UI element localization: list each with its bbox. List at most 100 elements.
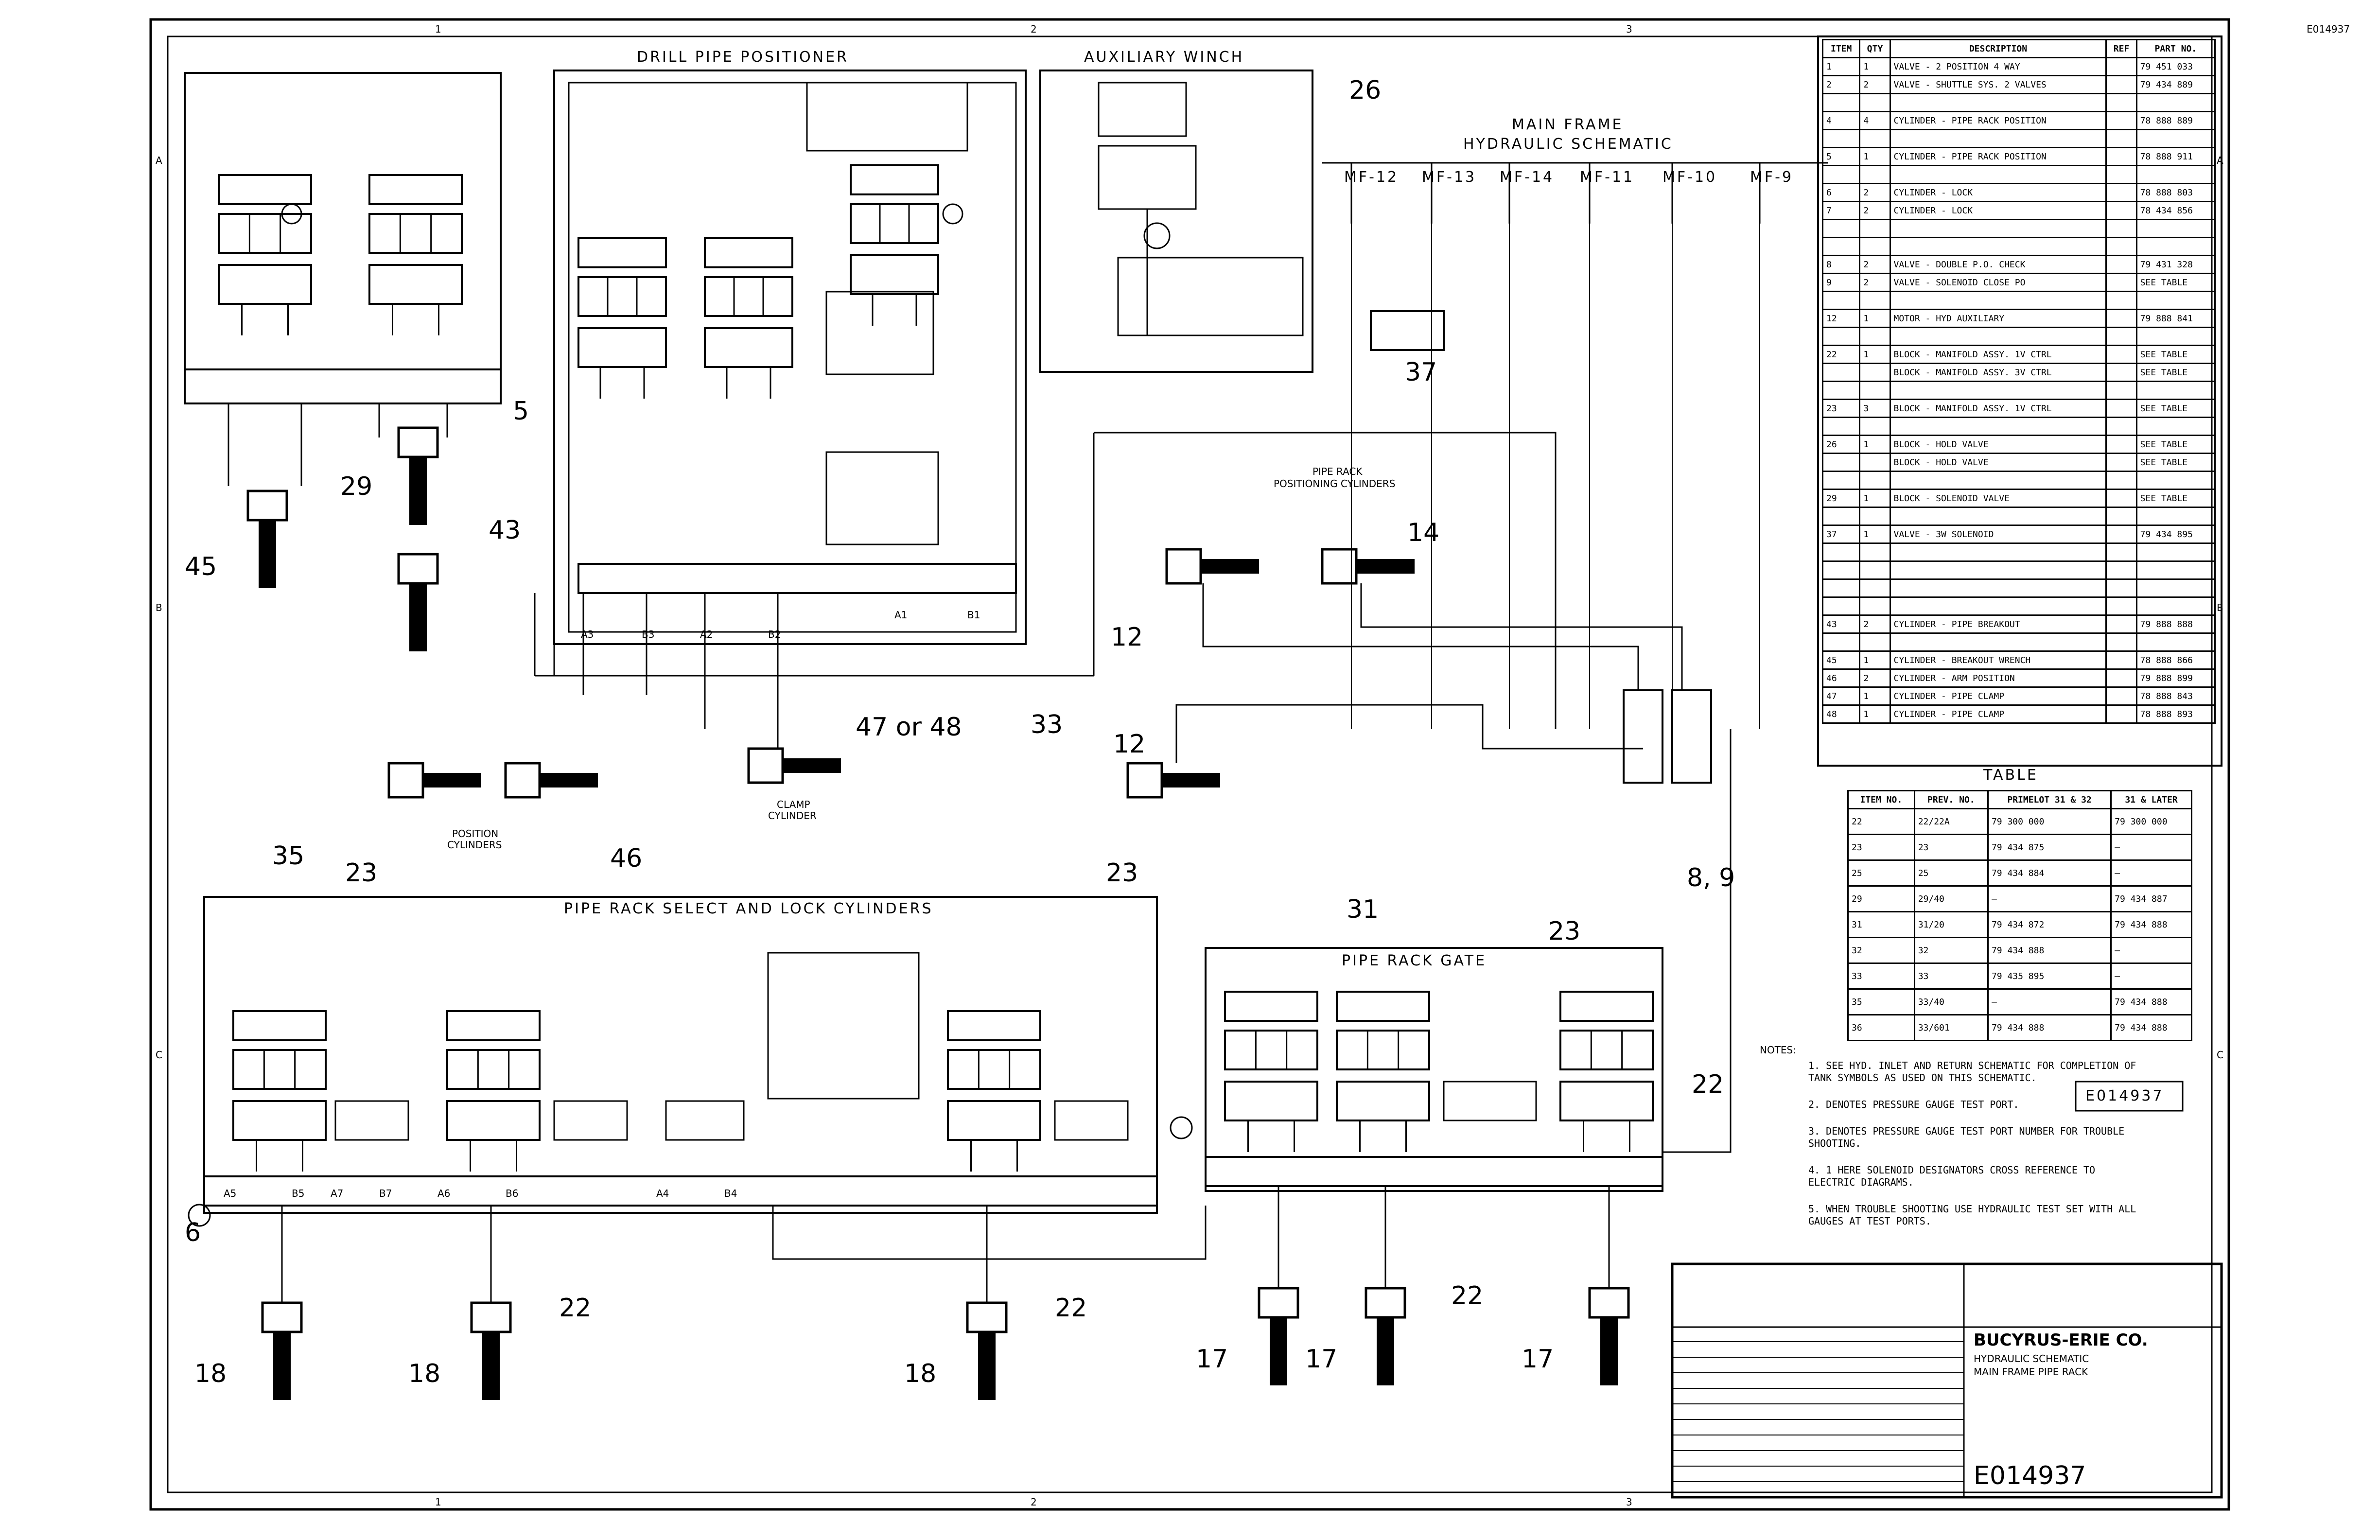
parts-cell: CYLINDER - PIPE RACK POSITION: [1889, 147, 2107, 166]
select-valve-3-spool: [947, 1049, 1041, 1090]
parts-cell: [2135, 596, 2216, 616]
parts-cell: [1859, 291, 1891, 310]
parts-cell: 2: [1821, 75, 1861, 94]
port-label-b2: B2: [768, 629, 781, 640]
parts-cell: [1859, 165, 1891, 184]
wrench-valve-1-body: [218, 264, 312, 305]
parts-cell: 6: [1821, 183, 1861, 202]
parts-cell: [2135, 507, 2216, 526]
drawing-inner-border: [167, 35, 2213, 1493]
port-mf-12: MF-12: [1344, 169, 1399, 186]
gate-cylinder-17a-head: [1258, 1287, 1299, 1319]
parts-cell: [1821, 542, 1861, 562]
parts-cell: [1859, 363, 1891, 382]
callout-22-gate: 22: [1692, 1070, 1724, 1099]
port-mf-9: MF-9: [1750, 169, 1794, 186]
lot-cell: 23: [1913, 834, 1989, 861]
callout-31: 31: [1347, 895, 1379, 924]
winch-motor-symbol: [1143, 222, 1171, 249]
parts-cell: [1821, 291, 1861, 310]
select-manifold: [203, 1175, 1158, 1207]
parts-cell: CYLINDER - LOCK: [1889, 201, 2107, 220]
parts-cell: 2: [1859, 201, 1891, 220]
parts-cell: [1859, 453, 1891, 472]
parts-cell: 22: [1821, 345, 1861, 364]
parts-cell: [2105, 147, 2137, 166]
gate-valve-1-spool: [1224, 1030, 1318, 1070]
note-3: 3. DENOTES PRESSURE GAUGE TEST PORT NUMB…: [1808, 1125, 2125, 1149]
parts-cell: [2105, 219, 2137, 238]
parts-cell: [1889, 417, 2107, 436]
lot-table: ITEM NO. PREV. NO. PRIMELOT 31 & 32 31 &…: [1847, 790, 2192, 1041]
parts-cell: [1821, 417, 1861, 436]
select-cylinder-18a-head: [261, 1301, 303, 1333]
parts-cell: BLOCK - SOLENOID VALVE: [1889, 489, 2107, 508]
callout-23-right: 23: [1548, 917, 1581, 946]
label-clamp-cylinder: CYLINDER: [768, 810, 817, 822]
lot-cell: 33/601: [1913, 1014, 1989, 1041]
position-cylinder-46b-rod: [540, 773, 598, 788]
parts-cell: [1821, 363, 1861, 382]
parts-cell: 47: [1821, 686, 1861, 706]
corner-code: E014937: [2307, 23, 2350, 35]
rack-line: [1202, 583, 1639, 690]
port-label-a6: A6: [438, 1188, 451, 1199]
parts-cell: 79 451 033: [2135, 57, 2216, 76]
parts-cell: 78 888 803: [2135, 183, 2216, 202]
gate-valve-3-spool: [1559, 1030, 1654, 1070]
parts-cell: 3: [1859, 399, 1891, 418]
select-valve-2-spool: [446, 1049, 541, 1090]
gate-cylinder-17b-rod: [1377, 1317, 1394, 1385]
parts-cell: BLOCK - MANIFOLD ASSY. 1V CTRL: [1889, 345, 2107, 364]
select-relief-block: [767, 952, 920, 1100]
parts-row: [1821, 417, 2216, 436]
parts-cell: 12: [1821, 309, 1861, 328]
parts-cell: [2135, 219, 2216, 238]
note-4: 4. 1 HERE SOLENOID DESIGNATORS CROSS REF…: [1808, 1164, 2096, 1188]
parts-cell: 1: [1859, 686, 1891, 706]
parts-cell: [2135, 471, 2216, 490]
zone-bottom-3: 3: [1626, 1496, 1632, 1508]
lot-cell: 31: [1847, 911, 1915, 938]
parts-row: [1821, 165, 2216, 184]
callout-23-mid: 23: [1106, 858, 1138, 888]
parts-header-description: DESCRIPTION: [1889, 39, 2107, 58]
clamp-cylinder-head: [747, 747, 784, 784]
solenoid-valve-37: [1370, 310, 1445, 351]
parts-cell: CYLINDER - PIPE BREAKOUT: [1889, 614, 2107, 634]
parts-cell: SEE TABLE: [2135, 453, 2216, 472]
parts-cell: [2105, 93, 2137, 112]
port-label-b5: B5: [292, 1188, 305, 1199]
parts-row: [1821, 596, 2216, 616]
zone-right-a: A: [2217, 155, 2223, 166]
parts-cell: [2105, 309, 2137, 328]
port-mf-13: MF-13: [1422, 169, 1477, 186]
port-label-a5: A5: [224, 1188, 237, 1199]
label-positioning-cylinders: POSITIONING CYLINDERS: [1274, 478, 1396, 490]
breakout-cylinder-43b-rod: [409, 583, 427, 651]
lot-cell: 79 434 875: [1987, 834, 2112, 861]
callout-6: 6: [185, 1218, 201, 1247]
parts-cell: [1821, 578, 1861, 598]
parts-cell: 45: [1821, 650, 1861, 670]
callout-12-upper: 12: [1111, 623, 1143, 652]
lot-cell: 29: [1847, 885, 1915, 912]
dpp-valve-1-body: [578, 327, 667, 368]
parts-cell: [2135, 632, 2216, 652]
lot-cell: 79 300 000: [2110, 808, 2192, 835]
callout-22-a: 22: [559, 1294, 592, 1323]
bus-line: [1662, 729, 1732, 1153]
parts-cell: SEE TABLE: [2135, 273, 2216, 292]
select-block-b: [553, 1100, 628, 1141]
parts-cell: 1: [1821, 57, 1861, 76]
